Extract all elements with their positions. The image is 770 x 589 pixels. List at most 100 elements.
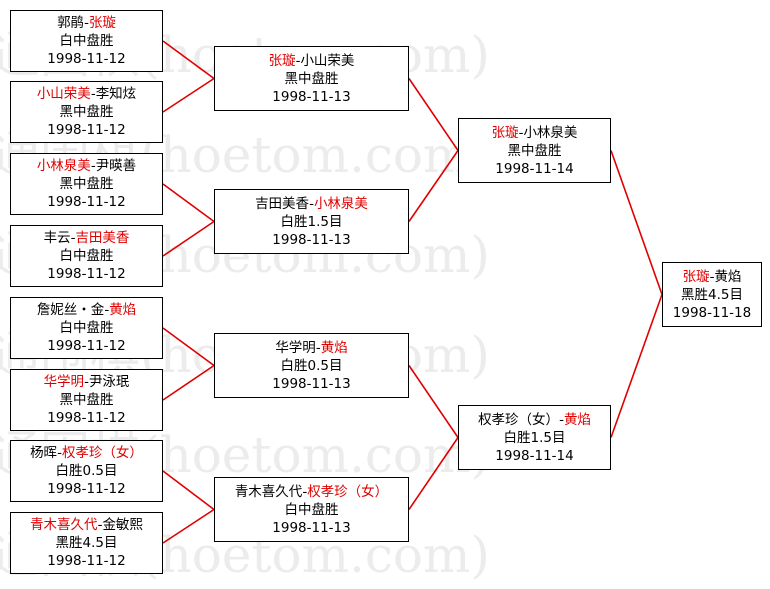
match-result: 白胜1.5目 <box>280 213 343 230</box>
player-white: 黄焰 <box>714 268 742 285</box>
player-white: 黄焰 <box>109 302 137 318</box>
match-result: 黑中盘胜 <box>59 104 114 120</box>
player-white: 李知炫 <box>95 86 137 102</box>
match-date: 1998-11-12 <box>47 481 126 497</box>
match-result: 白胜1.5目 <box>503 429 566 446</box>
match-date: 1998-11-13 <box>272 375 351 392</box>
bracket-connector <box>162 327 215 367</box>
match-date: 1998-11-12 <box>47 410 126 426</box>
match-result: 黑中盘胜 <box>284 70 339 87</box>
match-result: 黑胜4.5目 <box>681 286 743 303</box>
bracket-connector <box>162 470 215 511</box>
match-box: 青木喜久代-金敏熙黑胜4.5目 1998-11-12 <box>10 512 163 574</box>
player-white: 金敏熙 <box>102 517 143 533</box>
player-white: 尹泳珉 <box>88 374 130 390</box>
player-white: 尹暎善 <box>95 158 137 174</box>
match-players: 青木喜久代-权孝珍（女） <box>234 483 389 500</box>
match-result: 白中盘胜 <box>284 501 339 518</box>
player-white: 小林泉美 <box>523 124 578 141</box>
match-players: 小山荣美-李知炫 <box>36 86 137 102</box>
player-black: 张璇 <box>682 268 710 285</box>
match-players: 杨晖-权孝珍（女） <box>30 445 143 461</box>
match-result: 白中盘胜 <box>59 248 114 264</box>
player-black: 丰云 <box>43 230 71 246</box>
player-black: 郭鹃 <box>57 15 85 31</box>
match-result: 白胜0.5目 <box>280 357 343 374</box>
player-black: 杨晖 <box>30 445 58 461</box>
match-date: 1998-11-13 <box>272 231 351 248</box>
player-black: 小山荣美 <box>36 86 91 102</box>
match-players: 华学明-尹泳珉 <box>43 374 130 390</box>
match-players: 青木喜久代-金敏熙 <box>30 517 143 533</box>
match-date: 1998-11-12 <box>47 553 126 569</box>
match-players: 小林泉美-尹暎善 <box>36 158 137 174</box>
player-black: 华学明 <box>275 339 316 356</box>
match-date: 1998-11-12 <box>47 338 126 354</box>
match-players: 郭鹃-张璇 <box>57 15 116 31</box>
match-box: 杨晖-权孝珍（女） 白胜0.5目 1998-11-12 <box>10 440 163 502</box>
player-white: 黄焰 <box>320 339 348 356</box>
bracket-connector <box>610 294 663 438</box>
bracket-connector <box>162 183 215 223</box>
match-date: 1998-11-12 <box>47 194 126 210</box>
player-white: 张璇 <box>88 15 116 31</box>
player-black: 青木喜久代 <box>30 517 98 533</box>
match-players: 华学明-黄焰 <box>275 339 348 356</box>
match-players: 权孝珍（女）-黄焰 <box>478 411 591 428</box>
player-white: 吉田美香 <box>75 230 130 246</box>
player-white: 黄焰 <box>563 411 591 428</box>
bracket-connector <box>162 77 215 113</box>
player-white: 小山荣美 <box>300 52 355 69</box>
player-black: 青木喜久代 <box>234 483 303 500</box>
player-black: 张璇 <box>268 52 296 69</box>
match-box: 小山荣美-李知炫黑中盘胜 1998-11-12 <box>10 81 163 143</box>
player-white: 小林泉美 <box>313 195 368 212</box>
bracket-connector <box>162 40 215 80</box>
match-date: 1998-11-14 <box>495 160 574 177</box>
match-date: 1998-11-14 <box>495 447 574 464</box>
match-result: 黑中盘胜 <box>59 392 114 408</box>
player-black: 华学明 <box>43 374 85 390</box>
match-players: 吉田美香-小林泉美 <box>255 195 368 212</box>
bracket-connector <box>610 150 663 295</box>
bracket-connector <box>162 220 215 257</box>
match-players: 詹妮丝・金-黄焰 <box>36 302 137 318</box>
match-players: 张璇-小林泉美 <box>491 124 578 141</box>
match-box: 小林泉美-尹暎善黑中盘胜 1998-11-12 <box>10 153 163 215</box>
match-box: 詹妮丝・金-黄焰白中盘胜 1998-11-12 <box>10 297 163 359</box>
match-date: 1998-11-12 <box>47 51 126 67</box>
bracket-connector <box>408 365 459 438</box>
match-result: 白胜0.5目 <box>55 463 118 479</box>
match-date: 1998-11-13 <box>272 519 351 536</box>
player-white: 权孝珍（女） <box>307 483 389 500</box>
player-black: 张璇 <box>491 124 519 141</box>
player-black: 詹妮丝・金 <box>36 302 105 318</box>
match-players: 张璇-小山荣美 <box>268 52 355 69</box>
match-result: 黑中盘胜 <box>59 176 114 192</box>
match-result: 白中盘胜 <box>59 33 114 49</box>
match-players: 张璇-黄焰 <box>682 268 742 285</box>
match-date: 1998-11-12 <box>47 122 126 138</box>
player-black: 权孝珍（女） <box>478 411 560 428</box>
bracket-connector <box>162 364 215 401</box>
player-black: 小林泉美 <box>36 158 91 174</box>
bracket-connector <box>162 508 215 544</box>
match-date: 1998-11-18 <box>672 304 752 321</box>
bracket-connector <box>408 78 459 151</box>
bracket-connector <box>408 437 459 510</box>
match-result: 黑胜4.5目 <box>55 535 118 551</box>
player-white: 权孝珍（女） <box>61 445 143 461</box>
match-result: 黑中盘胜 <box>507 142 562 159</box>
match-result: 白中盘胜 <box>59 320 114 336</box>
match-box: 郭鹃-张璇白中盘胜 1998-11-12 <box>10 10 163 72</box>
bracket-connector <box>408 150 459 222</box>
player-black: 吉田美香 <box>255 195 310 212</box>
